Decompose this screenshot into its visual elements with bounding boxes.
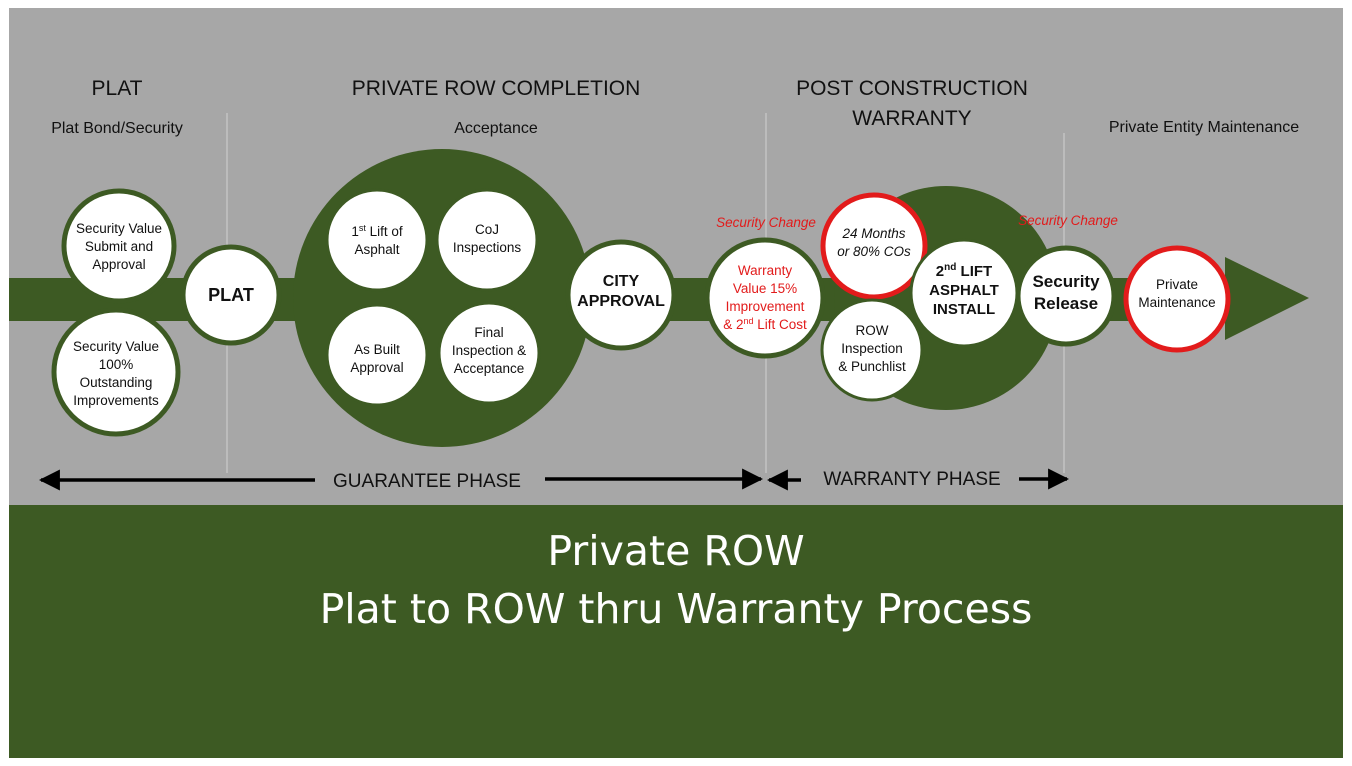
node-city-approval-line-1: CITY <box>603 273 640 290</box>
node-first-lift-asphalt-sup: st <box>359 223 367 233</box>
node-row-inspection-line-1: ROW <box>856 323 889 338</box>
node-warranty-value-line-1: Warranty <box>738 263 793 278</box>
warranty-phase-label: WARRANTY PHASE <box>823 469 1000 490</box>
node-security-value-submit-line-3: Approval <box>92 257 145 272</box>
node-city-approval-line-2: APPROVAL <box>577 293 665 310</box>
node-warranty-value-line-3: Improvement <box>726 299 805 314</box>
node-plat: PLAT <box>180 244 282 346</box>
heading-warranty: WARRANTY <box>852 107 971 130</box>
node-24-months: 24 Months or 80% COs <box>820 192 928 300</box>
node-as-built-approval-line-2: Approval <box>350 360 403 375</box>
node-row-inspection-line-3: & Punchlist <box>838 359 906 374</box>
title-line-2: Plat to ROW thru Warranty Process <box>319 585 1033 633</box>
title-line-1: Private ROW <box>547 527 805 575</box>
title-banner: Private ROW Plat to ROW thru Warranty Pr… <box>9 505 1343 758</box>
node-security-value-100-line-1: Security Value <box>73 339 159 354</box>
node-first-lift-asphalt-line-1: 1st Lift of <box>351 223 403 239</box>
heading-private-entity: Private Entity Maintenance <box>1109 119 1299 136</box>
node-as-built-approval-line-1: As Built <box>354 342 400 357</box>
node-coj-inspections-line-1: CoJ <box>475 222 499 237</box>
node-first-lift-asphalt: 1st Lift of Asphalt <box>325 188 429 292</box>
node-final-inspection-line-2: Inspection & <box>452 343 526 358</box>
node-warranty-value: Warranty Value 15% Improvement & 2nd Lif… <box>704 237 826 359</box>
node-warranty-value-line-2: Value 15% <box>733 281 797 296</box>
node-warranty-value-num: & 2 <box>723 317 743 332</box>
node-second-lift-asphalt-line-3: INSTALL <box>933 301 995 318</box>
heading-post-construction: POST CONSTRUCTION <box>796 77 1028 100</box>
node-row-inspection-line-2: Inspection <box>841 341 903 356</box>
node-second-lift-asphalt-num: 2 <box>936 263 944 280</box>
node-final-inspection: Final Inspection & Acceptance <box>437 301 541 405</box>
node-security-value-submit-line-1: Security Value <box>76 221 162 236</box>
node-coj-inspections: CoJ Inspections <box>435 188 539 292</box>
security-change-label-2: Security Change <box>1018 213 1118 228</box>
node-security-value-submit-line-2: Submit and <box>85 239 153 254</box>
heading-row-completion-sub: Acceptance <box>454 120 538 137</box>
node-first-lift-asphalt-line-2: Asphalt <box>354 242 399 257</box>
row-completion-hub <box>293 149 591 447</box>
node-first-lift-asphalt-num: 1 <box>351 224 359 239</box>
node-private-maintenance-line-2: Maintenance <box>1138 295 1215 310</box>
slide: PLAT Plat Bond/Security PRIVATE ROW COMP… <box>9 8 1343 758</box>
node-security-release: Security Release <box>1015 245 1117 347</box>
node-security-value-100-line-2: 100% <box>99 357 134 372</box>
process-diagram: PLAT Plat Bond/Security PRIVATE ROW COMP… <box>9 77 1309 492</box>
node-city-approval: CITY APPROVAL <box>565 239 677 351</box>
flow-arrow-head <box>1225 257 1309 340</box>
node-first-lift-asphalt-rest: Lift of <box>366 224 403 239</box>
node-security-release-line-1: Security <box>1032 272 1100 291</box>
heading-plat-sub: Plat Bond/Security <box>51 120 183 137</box>
node-second-lift-asphalt-rest: LIFT <box>956 263 992 280</box>
node-security-value-100-line-3: Outstanding <box>80 375 153 390</box>
node-24-months-line-2: or 80% COs <box>837 244 911 259</box>
node-warranty-value-rest: Lift Cost <box>754 317 808 332</box>
node-coj-inspections-line-2: Inspections <box>453 240 522 255</box>
node-private-maintenance: Private Maintenance <box>1123 245 1231 353</box>
node-second-lift-asphalt: 2nd LIFT ASPHALT INSTALL <box>909 238 1019 348</box>
node-final-inspection-line-3: Acceptance <box>454 361 525 376</box>
guarantee-phase-label: GUARANTEE PHASE <box>333 471 521 492</box>
node-second-lift-asphalt-sup: nd <box>944 262 956 273</box>
heading-plat: PLAT <box>92 77 143 100</box>
node-warranty-value-sup: nd <box>743 316 753 326</box>
node-private-maintenance-line-1: Private <box>1156 277 1198 292</box>
node-second-lift-asphalt-line-2: ASPHALT <box>929 282 999 299</box>
heading-row-completion: PRIVATE ROW COMPLETION <box>352 77 641 100</box>
node-security-value-submit: Security Value Submit and Approval <box>61 188 177 304</box>
security-change-label-1: Security Change <box>716 215 816 230</box>
node-security-value-100-line-4: Improvements <box>73 393 159 408</box>
node-plat-label: PLAT <box>208 285 254 305</box>
node-24-months-line-1: 24 Months <box>841 226 905 241</box>
node-final-inspection-line-1: Final <box>474 325 503 340</box>
node-second-lift-asphalt-line-1: 2nd LIFT <box>936 262 992 280</box>
node-row-inspection: ROW Inspection & Punchlist <box>820 298 924 402</box>
node-security-value-100: Security Value 100% Outstanding Improvem… <box>51 307 181 437</box>
node-warranty-value-line-4: & 2nd Lift Cost <box>723 316 807 332</box>
node-as-built-approval: As Built Approval <box>325 303 429 407</box>
node-security-release-line-2: Release <box>1034 294 1098 313</box>
